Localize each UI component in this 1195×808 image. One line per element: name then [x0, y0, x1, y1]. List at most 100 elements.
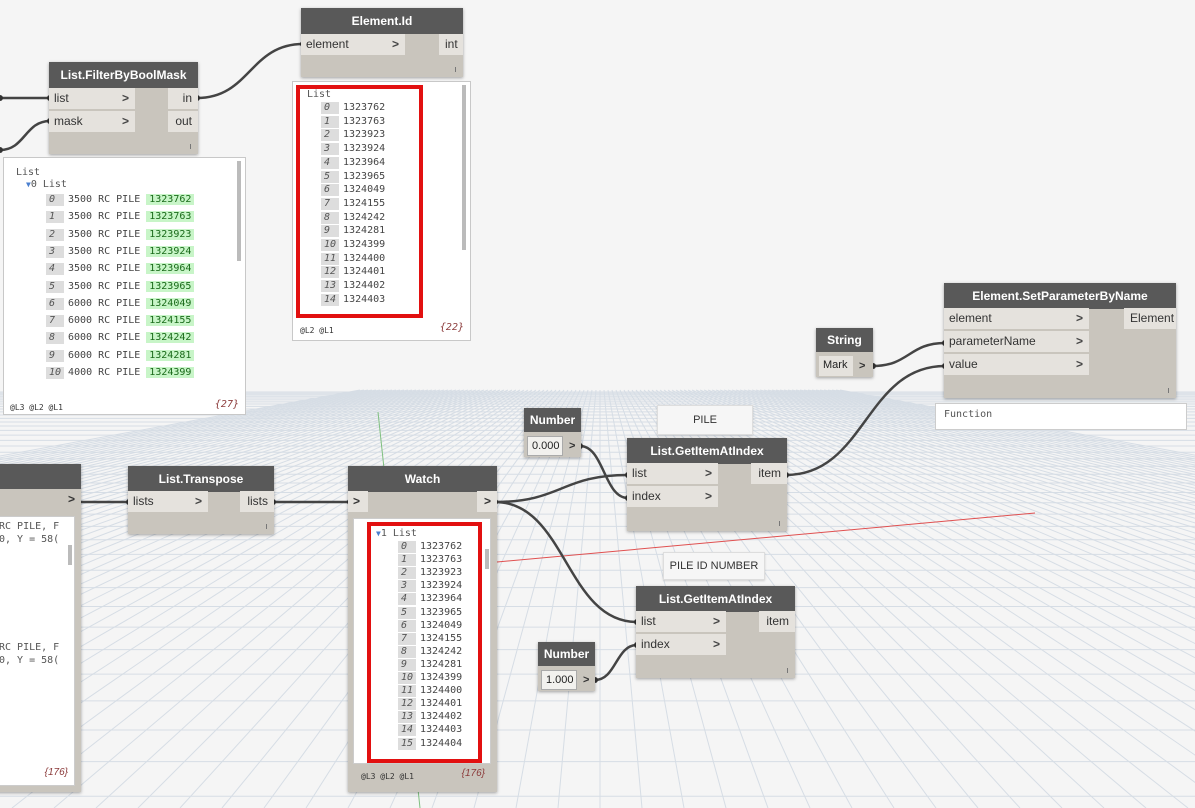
element-input-port[interactable]: element>: [944, 308, 1089, 329]
lists-input-port[interactable]: lists>: [128, 491, 208, 512]
element-output-port[interactable]: Element: [1124, 308, 1176, 329]
get-item-at-index-node-2[interactable]: List.GetItemAtIndex list> index> item: [636, 586, 795, 678]
list-value: 1324403: [343, 293, 386, 305]
list-index: 5: [398, 606, 416, 619]
list-index: 6: [321, 184, 339, 197]
parameter-name-input-port[interactable]: parameterName>: [944, 331, 1089, 352]
list-value: 1324399: [343, 239, 386, 250]
list-transpose-node[interactable]: List.Transpose lists> lists: [128, 466, 274, 534]
list-input-port[interactable]: list>: [49, 88, 135, 109]
list-value: 1324399: [420, 672, 463, 683]
filter-by-bool-mask-node[interactable]: List.FilterByBoolMask list> mask> in out: [49, 62, 198, 154]
element-name: 6000 RC PILE: [68, 315, 141, 327]
node-title: String: [816, 328, 873, 352]
list-index: 5: [46, 280, 64, 293]
left-output-port[interactable]: >: [61, 489, 81, 510]
list-index: 15: [398, 737, 417, 750]
list-input-port[interactable]: list>: [627, 463, 718, 484]
watch-input-port[interactable]: >: [348, 491, 368, 512]
set-parameter-by-name-node[interactable]: Element.SetParameterByName element> para…: [944, 283, 1176, 398]
lists-output-port[interactable]: lists: [240, 491, 274, 512]
scrollbar[interactable]: [237, 161, 241, 261]
index-input-port[interactable]: index>: [636, 634, 726, 655]
element-id-node[interactable]: Element.Id element> int: [301, 8, 463, 77]
sub-list-header: ▼1 List: [376, 528, 417, 539]
element-id-value: 1323924: [146, 245, 195, 257]
scrollbar[interactable]: [462, 85, 466, 250]
number-output-arrow[interactable]: >: [569, 440, 576, 452]
watch-output-port[interactable]: >: [477, 491, 497, 512]
left-watch-panel[interactable]: RC PILE, F 0, Y = 58( RC PILE, F 0, Y = …: [0, 516, 75, 786]
resize-mark: [455, 67, 456, 72]
string-value-field[interactable]: Mark: [819, 356, 853, 376]
list-value: 1323965: [343, 170, 386, 182]
resize-mark: [1168, 388, 1169, 393]
note-pile-reference[interactable]: PILE REFERENCE: [657, 405, 753, 454]
list-value: 1323964: [343, 156, 386, 168]
list-index: 8: [46, 332, 64, 345]
node-title: Element.SetParameterByName: [944, 283, 1176, 309]
out-output-port[interactable]: out: [168, 111, 198, 132]
in-output-port[interactable]: in: [168, 88, 198, 109]
resize-mark: [266, 524, 267, 529]
node-title: Number: [538, 642, 595, 666]
number-value-field[interactable]: 0.000: [527, 436, 563, 456]
item-output-port[interactable]: item: [751, 463, 787, 484]
element-input-port[interactable]: element>: [301, 34, 405, 55]
list-input-port[interactable]: list>: [636, 611, 726, 632]
string-output-arrow[interactable]: >: [859, 360, 866, 372]
left-partial-node[interactable]: > RC PILE, F 0, Y = 58( RC PILE, F 0, Y …: [0, 464, 81, 792]
string-node[interactable]: String Mark >: [816, 328, 873, 377]
list-levels: @L3 @L2 @L1: [361, 772, 414, 781]
item-output-port[interactable]: item: [759, 611, 795, 632]
output-text-line: RC PILE, F: [0, 642, 60, 653]
list-index: 9: [46, 349, 64, 362]
value-input-port[interactable]: value>: [944, 354, 1089, 375]
int-output-port[interactable]: int: [439, 34, 463, 55]
element-id-value: 1323964: [146, 263, 195, 275]
number-output-arrow[interactable]: >: [583, 674, 590, 686]
number-node-2[interactable]: Number 1.000 >: [538, 642, 595, 691]
get-item-at-index-node-1[interactable]: List.GetItemAtIndex list> index> item: [627, 438, 787, 531]
note-pile-id-number[interactable]: PILE ID NUMBER: [663, 552, 765, 580]
list-value: 1324242: [420, 645, 463, 657]
index-input-port[interactable]: index>: [627, 486, 718, 507]
item-count: {27}: [214, 399, 239, 410]
element-name: 3500 RC PILE: [68, 245, 141, 257]
list-value: 1323924: [343, 143, 386, 155]
mask-input-port[interactable]: mask>: [49, 111, 135, 132]
expand-triangle-icon[interactable]: ▼: [376, 529, 381, 538]
list-value: 1323923: [343, 129, 386, 141]
list-index: 2: [321, 129, 339, 142]
number-node-1[interactable]: Number 0.000 >: [524, 408, 581, 457]
number-value-field[interactable]: 1.000: [541, 670, 577, 690]
list-value: 1323763: [343, 115, 386, 127]
expand-triangle-icon[interactable]: ▼: [26, 180, 31, 189]
list-value: 1324403: [420, 724, 463, 736]
scrollbar[interactable]: [68, 545, 72, 565]
scrollbar[interactable]: [485, 549, 489, 569]
list-value: 1324049: [420, 619, 463, 631]
node-title: Element.Id: [301, 8, 463, 34]
element-id-value: 1323923: [146, 228, 195, 240]
element-name: 6000 RC PILE: [68, 349, 141, 361]
node-title: List.FilterByBoolMask: [49, 62, 198, 88]
